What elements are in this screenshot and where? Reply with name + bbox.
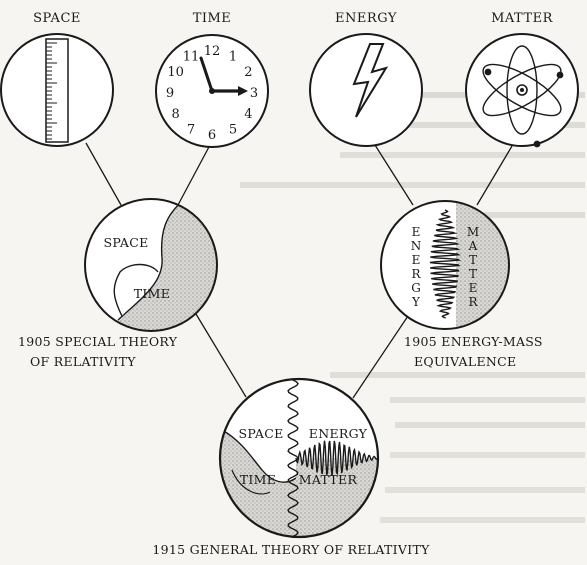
em-caption-line2: EQUIVALENCE [414,354,516,369]
general-relativity-node: SPACE ENERGY TIME MATTER [218,377,380,539]
clock-minute-hand [199,56,214,93]
space-node: SPACE [0,11,114,147]
gr-time-label: TIME [240,472,276,487]
energy-letter: E [412,225,421,239]
energy-letter: N [411,239,422,253]
matter-node: MATTER [465,11,579,148]
matter-vertical-label: MATTER [467,225,479,309]
connector-time-sr [177,144,211,206]
connector-lines [85,142,513,399]
sr-space-label: SPACE [103,235,148,250]
gr-matter-label: MATTER [299,472,358,487]
matter-letter: T [469,267,477,281]
clock-number: 8 [171,107,179,122]
atom-icon [482,45,564,148]
energy-letter: E [412,253,421,267]
matter-label: MATTER [491,11,554,26]
space-label: SPACE [33,11,81,26]
clock-number: 10 [167,65,184,80]
connector-matter-em [476,145,513,206]
energy-letter: R [411,267,421,281]
sr-caption-line1: 1905 SPECIAL THEORY [18,334,178,349]
em-caption-line1: 1905 ENERGY-MASS [404,334,543,349]
clock-number: 6 [208,128,216,143]
matter-letter: R [468,295,478,309]
matter-letter: T [469,253,477,267]
connector-sr-gr [195,313,247,398]
energy-vertical-label: ENERGY [411,225,422,309]
gr-space-label: SPACE [238,426,283,441]
energy-label: ENERGY [335,11,397,26]
gr-energy-label: ENERGY [309,426,368,441]
time-label: TIME [193,11,232,26]
connector-em-gr [352,315,409,399]
clock-number: 2 [244,65,252,80]
clock-number: 12 [204,44,221,59]
energy-letter: Y [411,295,421,309]
clock-number: 3 [250,86,258,101]
special-relativity-node: SPACE TIME [84,198,218,332]
matter-letter: M [467,225,479,239]
connector-space-sr [85,142,122,206]
gr-caption: 1915 GENERAL THEORY OF RELATIVITY [152,542,430,557]
clock-number: 4 [244,107,252,122]
sr-time-label: TIME [134,286,170,301]
sr-caption-line2: OF RELATIVITY [30,354,136,369]
clock-number: 11 [183,50,200,65]
matter-letter: A [468,239,478,253]
energy-letter: G [411,281,421,295]
energy-node: ENERGY [309,11,423,147]
clock-number: 9 [166,86,174,101]
clock-number: 7 [187,122,195,137]
clock-number: 1 [229,50,237,65]
ruler-icon [45,38,69,143]
connector-energy-em [374,144,414,206]
lightning-bolt-icon [352,43,389,118]
clock-number: 5 [229,122,237,137]
matter-letter: E [469,281,478,295]
